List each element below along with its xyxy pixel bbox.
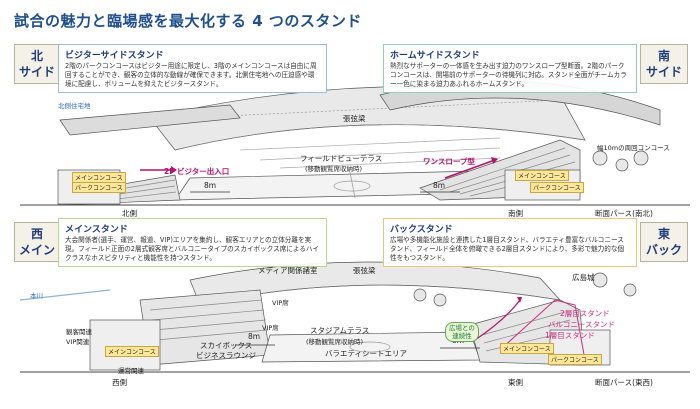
west-side-label: 西 メイン — [14, 222, 60, 262]
hongawa-label: 本川 — [30, 292, 43, 300]
east-side-caption: 東側 — [508, 378, 523, 387]
field-view-terrace-label: フィールドビューテラス — [300, 154, 383, 163]
east-label-line2: バック — [645, 243, 682, 257]
north-label-line1: 北 — [30, 49, 43, 63]
south-label-line2: サイド — [645, 65, 682, 79]
concourse-10m-label: 幅10mの周回コンコース — [597, 144, 670, 152]
section-ns-caption: 断面パース(南北) — [595, 209, 653, 218]
west-stand-text: 大会関係者(選手、運営、報道、VIP)エリアを集約し、観客エリアとの立体分離を実… — [65, 236, 319, 262]
top-park-concourse-right: パークコンコース — [530, 182, 584, 193]
vip-seat-1-label: VIP席 — [272, 299, 289, 307]
top-tension-beam-label: 張弦梁 — [343, 114, 366, 123]
south-stand-description: ホームサイドスタンド 熱烈なサポーターの一体感を生み出す迫力のワンスロープ型断面… — [383, 44, 637, 93]
top-dim-8m-left: 8m — [204, 181, 217, 190]
page-title: 試合の魅力と臨場感を最大化する 4 つのスタンド — [14, 12, 362, 30]
one-slope-arrow — [444, 157, 498, 179]
east-stand-description: バックスタンド 広場や多機能化施設と連携した1層目スタンド、バラエティ豊富なバル… — [383, 218, 637, 267]
south-side-label: 南 サイド — [640, 44, 688, 84]
section-ew-caption: 断面パース(東西) — [595, 378, 653, 387]
spectator-related-label: 観客関連 — [66, 328, 92, 336]
east-stand-title: バックスタンド — [390, 225, 453, 235]
visitor-entrance-label: 2F ビジター出入口 — [164, 167, 230, 176]
south-label-line1: 南 — [657, 49, 670, 63]
bottom-main-concourse-left: メインコンコース — [105, 346, 159, 357]
stand-2nd-layer-label: 2層目スタンド — [560, 309, 610, 318]
south-stand-text: 熱烈なサポーターの一体感を生み出す迫力のワンスロープ型断面。2階のパークコンコー… — [390, 62, 627, 88]
south-side-caption: 南側 — [508, 209, 523, 218]
sky-box-label: スカイボックス — [200, 341, 253, 350]
visitor-arrow — [140, 166, 177, 174]
bottom-tension-beam-label: 張弦梁 — [353, 266, 376, 275]
bottom-dim-8m-left: 8m — [248, 332, 261, 341]
top-dim-8m-right: 8m — [433, 181, 446, 190]
vip-related-label: VIP関連 — [66, 338, 90, 346]
north-stand-text: 2階のパークコンコースはビジター用途に限定し、3階のメインコンコースは自由に周回… — [65, 62, 317, 88]
south-stand-title: ホームサイドスタンド — [390, 51, 480, 61]
north-residential-label: 北側住宅地 — [58, 102, 91, 110]
business-lounge-label: ビジネスラウンジ — [196, 351, 256, 360]
one-slope-label: ワンスロープ型 — [423, 157, 475, 166]
field-view-terrace-sub: (移動観覧席収納時) — [305, 165, 363, 173]
west-stand-description: メインスタンド 大会関係者(選手、運営、報道、VIP)エリアを集約し、観客エリア… — [58, 218, 327, 267]
west-label-line1: 西 — [30, 227, 43, 241]
variety-seat-label: バラエティシートエリア — [325, 349, 408, 358]
north-stand-title: ビジターサイドスタンド — [65, 51, 164, 61]
east-label-line1: 東 — [657, 227, 670, 241]
plaza-link-badge: 広場との 連続性 — [445, 322, 479, 342]
plaza-link-arrow — [474, 297, 522, 341]
hiroshima-castle-label: 広島城 — [572, 273, 595, 282]
stadium-terrace-label: スタジアムテラス — [310, 326, 370, 335]
top-park-concourse-left: パークコンコース — [72, 182, 126, 193]
west-label-line2: メイン — [18, 243, 55, 257]
east-side-label: 東 バック — [640, 222, 688, 262]
north-stand-description: ビジターサイドスタンド 2階のパークコンコースはビジター用途に限定し、3階のメイ… — [58, 44, 327, 93]
bottom-park-concourse-right: パークコンコース — [548, 354, 602, 365]
west-side-caption: 西側 — [112, 378, 127, 387]
vip-seat-2-label: VIP席 — [262, 324, 279, 332]
bottom-main-concourse-right: メインコンコース — [500, 343, 554, 354]
operations-label: 運営関連 — [118, 367, 144, 375]
plaza-link-line1: 広場との — [449, 324, 475, 332]
north-side-caption: 北側 — [122, 209, 137, 218]
stand-1st-layer-label: 1層目スタンド — [545, 331, 595, 340]
balcony-stand-label: バルコニースタンド — [548, 320, 615, 329]
east-stand-highlight — [499, 299, 586, 361]
north-label-line2: サイド — [18, 65, 55, 79]
media-room-label: メディア関係諸室 — [258, 266, 318, 275]
plaza-link-line2: 連続性 — [452, 332, 472, 340]
top-main-concourse-right: メインコンコース — [515, 170, 569, 181]
north-side-label: 北 サイド — [14, 44, 60, 84]
west-stand-title: メインスタンド — [65, 225, 128, 235]
stadium-terrace-sub: (移動観覧席収納時) — [306, 338, 364, 346]
east-stand-text: 広場や多機能化施設と連携した1層目スタンド、バラエティ豊富なバルコニースタンド、… — [390, 236, 625, 262]
